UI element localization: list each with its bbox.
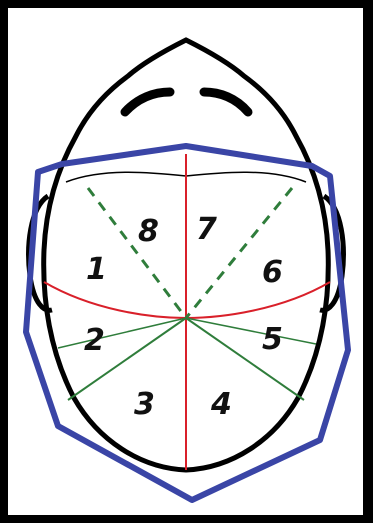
upper-right-divider [186, 188, 292, 318]
zone-label-4: 4 [210, 387, 232, 422]
brow-mark-left [125, 92, 170, 112]
zone-label-5: 5 [262, 322, 283, 357]
zone-label-6: 6 [262, 255, 283, 290]
zone-label-2: 2 [84, 323, 105, 358]
brow-mark-right [204, 92, 248, 112]
zone-label-1: 1 [86, 252, 107, 287]
zone-label-8: 8 [138, 214, 159, 249]
mid-left-divider [58, 318, 186, 348]
zone-label-3: 3 [134, 387, 155, 422]
zone-label-7: 7 [196, 212, 217, 247]
